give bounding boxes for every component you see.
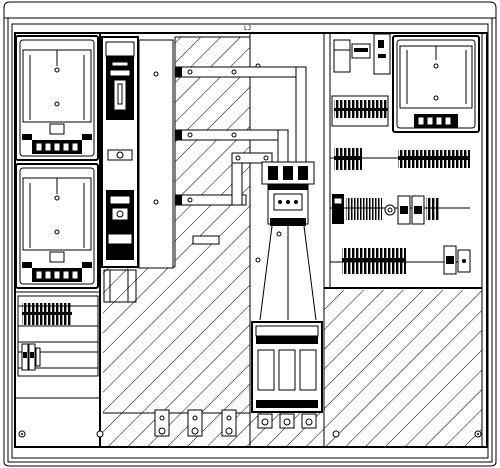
nh-fuse-base xyxy=(251,321,323,429)
meter-housing-bottom xyxy=(15,163,99,289)
busbar-carrier xyxy=(138,39,282,269)
meter-housing-top xyxy=(15,35,99,161)
terminal-block-box xyxy=(17,295,99,377)
main-contactor xyxy=(259,161,317,321)
control-devices-top xyxy=(331,33,391,127)
ground-terminals xyxy=(154,409,237,437)
fuse-switch-strip xyxy=(101,36,139,303)
mounting-screws xyxy=(18,430,482,438)
top-mark: LJ xyxy=(244,25,251,32)
terminal-row-2 xyxy=(330,194,470,225)
meter-housing-right xyxy=(392,35,480,133)
terminal-row-1 xyxy=(330,148,470,170)
busbars xyxy=(175,66,307,206)
terminal-row-3 xyxy=(330,245,471,275)
